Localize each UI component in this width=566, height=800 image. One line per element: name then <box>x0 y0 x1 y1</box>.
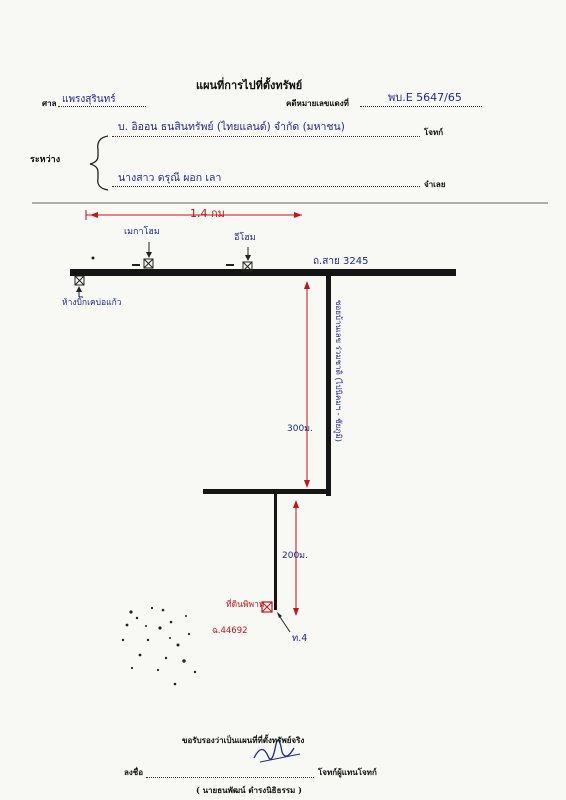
case-label: คดีหมายเลขแดงที่ <box>286 98 349 108</box>
property-label: ที่ดินพิพาท <box>226 600 265 610</box>
road-mark <box>132 264 140 266</box>
side-road-label: ซอยบ้านเลข ร่วมชาติ (ไปนิคมฯ - ชัยภูมิ) <box>334 300 343 442</box>
signer-name: ( นายธนพัฒน์ ดำรงนิธิธรรม ) <box>196 785 302 795</box>
north-label: ท.4 <box>292 633 308 644</box>
certify-text: ขอรับรองว่าเป็นแผนที่ที่ตั้งทรัพย์จริง <box>182 735 305 745</box>
province-label: ศาล <box>42 98 57 108</box>
property-marker <box>261 601 273 613</box>
distance-1-arrow-top <box>304 281 310 289</box>
landmark-1-label: เมกาโฮม <box>124 227 160 237</box>
distance-2-label: 200ม. <box>282 551 308 561</box>
deed-label: ฉ.44692 <box>212 626 248 636</box>
signature-line <box>146 777 314 778</box>
property-lane <box>274 494 277 610</box>
distance-top-label: 1.4 กม <box>190 207 225 220</box>
distance-top-arrow-right <box>294 212 302 218</box>
distance-1-label: 300ม. <box>287 424 313 434</box>
road-mark <box>226 264 234 266</box>
defendant-line <box>112 186 420 187</box>
distance-2-arrow-top <box>293 500 299 508</box>
signer-role: โจทก์ผู้แทนโจทก์ <box>318 767 377 777</box>
landmark-3-label: ห้างบิ๊กเคบ่อแก้ว <box>62 298 122 308</box>
signed-label: ลงชื่อ <box>124 767 144 777</box>
side-road <box>326 276 331 496</box>
landmark-3-marker <box>74 275 85 297</box>
landmark-2-marker <box>242 247 253 272</box>
province-value: แพรงสุรินทร์ <box>62 94 116 105</box>
plaintiff-value: บ. อิออน ธนสินทรัพย์ (ไทยแลนด์) จำกัด (ม… <box>118 121 345 133</box>
province-line <box>58 106 146 107</box>
road-dot <box>91 256 95 260</box>
signature-stroke <box>253 739 295 760</box>
north-pointer-arrow <box>277 612 282 618</box>
case-line <box>360 106 482 107</box>
signature-underline <box>259 753 301 763</box>
between-label: ระหว่าง <box>30 155 61 165</box>
main-road-label: ถ.สาย 3245 <box>313 256 369 267</box>
plaintiff-line <box>112 136 420 137</box>
branch-road <box>203 489 331 494</box>
distance-1-arrow-bottom <box>304 480 310 488</box>
landmark-2-label: อีโฮม <box>234 233 256 243</box>
landmark-1-marker <box>143 242 154 269</box>
document-title: แผนที่การไปที่ตั้งทรัพย์ <box>196 79 303 92</box>
scan-speckles <box>121 606 197 686</box>
main-road <box>70 269 456 276</box>
defendant-role: จำเลย <box>424 179 446 189</box>
defendant-value: นางสาว ดรุณี ผอก เลา <box>118 172 222 184</box>
distance-2-arrow-bottom <box>293 608 299 616</box>
plaintiff-role: โจทก์ <box>424 127 444 137</box>
distance-top-arrow-left <box>90 212 98 218</box>
case-value: พบ.E 5647/65 <box>388 91 462 104</box>
